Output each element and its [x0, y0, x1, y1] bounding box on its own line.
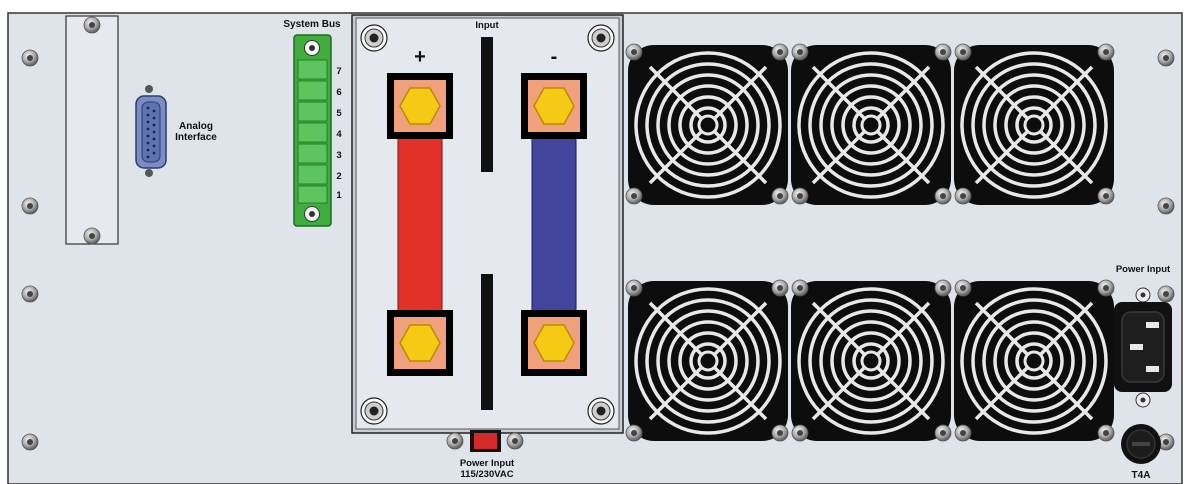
rim-screw — [1157, 285, 1175, 303]
analog-interface-connector[interactable] — [135, 85, 167, 177]
pin-label: 3 — [336, 150, 341, 161]
positive-terminal-bottom[interactable] — [386, 309, 454, 377]
isolation-slot — [481, 274, 493, 410]
fan-grille — [626, 43, 790, 207]
analog-interface-label: Interface — [175, 132, 217, 143]
rim-screw — [21, 49, 39, 67]
input-label: Input — [475, 20, 499, 31]
iec-power-inlet[interactable] — [1114, 287, 1172, 408]
rim-screw — [21, 285, 39, 303]
power-input-voltage-label: 115/230VAC — [460, 469, 513, 480]
pin-label: 1 — [336, 190, 342, 201]
voltage-selector-switch[interactable] — [470, 430, 501, 452]
positive-terminal-top[interactable] — [386, 72, 454, 140]
plate-screw — [587, 397, 615, 425]
fan-grille — [952, 279, 1116, 443]
fan-grille — [952, 43, 1116, 207]
plate-screw — [360, 397, 388, 425]
slot-screw — [83, 16, 101, 34]
system-bus-connector[interactable] — [293, 34, 332, 227]
pin-label: 7 — [336, 66, 341, 77]
rim-screw — [21, 197, 39, 215]
negative-polarity-label: - — [551, 46, 558, 68]
switch-screw — [506, 432, 524, 450]
system-bus-label: System Bus — [283, 19, 341, 30]
isolation-slot — [481, 37, 493, 172]
rim-screw — [21, 433, 39, 451]
fuse-holder[interactable] — [1121, 424, 1161, 464]
rim-screw — [1157, 49, 1175, 67]
fan-grille — [789, 279, 953, 443]
positive-polarity-label: + — [414, 46, 426, 68]
power-input-label-bottom: Power Input — [460, 458, 515, 469]
plate-screw — [587, 24, 615, 52]
plate-screw — [360, 24, 388, 52]
analog-interface-label: Analog — [179, 121, 213, 132]
rim-screw — [1157, 197, 1175, 215]
pin-label: 4 — [336, 129, 342, 140]
switch-screw — [446, 432, 464, 450]
negative-terminal-top[interactable] — [520, 72, 588, 140]
negative-terminal-bottom[interactable] — [520, 309, 588, 377]
fan-grille — [626, 279, 790, 443]
slot-screw — [83, 227, 101, 245]
positive-busbar[interactable] — [386, 72, 454, 377]
pin-label: 2 — [336, 171, 341, 182]
negative-busbar[interactable] — [520, 72, 588, 377]
power-input-label-right: Power Input — [1116, 264, 1171, 275]
system-bus-pin-labels: 7 6 5 4 3 2 1 — [336, 66, 342, 201]
fuse-rating-label: T4A — [1132, 470, 1151, 481]
pin-label: 6 — [336, 87, 341, 98]
slot-cover — [65, 15, 119, 245]
fan-grille — [789, 43, 953, 207]
pin-label: 5 — [336, 108, 342, 119]
